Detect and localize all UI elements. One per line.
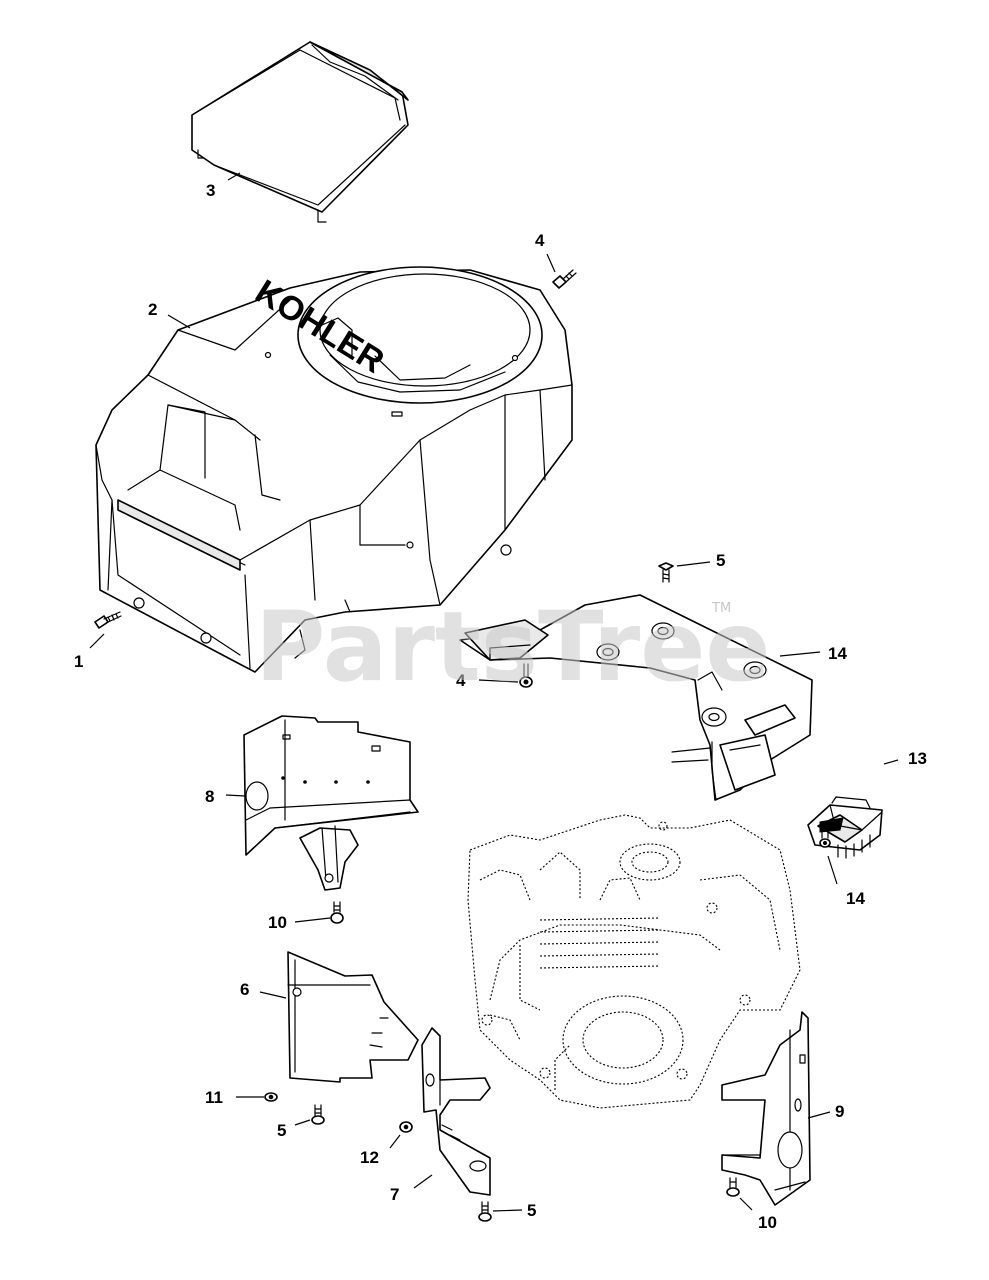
callout-3: 3 — [206, 181, 215, 200]
screw-14-shield[interactable] — [330, 901, 344, 924]
screw-4-lower[interactable] — [519, 663, 533, 688]
part-11-rectifier[interactable] — [807, 796, 883, 859]
watermark-text: PartsTree — [255, 591, 770, 703]
screw-1[interactable] — [94, 611, 122, 629]
watermark: PartsTree TM — [255, 591, 770, 703]
callouts: 3 2 4 1 4 5 14 13 8 14 10 6 11 5 12 7 5 … — [74, 181, 927, 1232]
screw-5-left[interactable] — [311, 1104, 325, 1125]
part-2-blower-housing[interactable]: KOHLER — [95, 266, 573, 673]
callout-8: 8 — [205, 787, 214, 806]
part-7-bracket[interactable] — [421, 1027, 491, 1196]
part-3-cover[interactable] — [191, 41, 409, 223]
callout-5: 5 — [716, 551, 725, 570]
part-8-shield[interactable] — [243, 715, 419, 891]
callout-6: 6 — [240, 980, 249, 999]
callout-4: 4 — [535, 231, 545, 250]
part-9-shield[interactable] — [721, 1011, 811, 1206]
screw-10-left[interactable] — [264, 1092, 278, 1102]
callout-2: 2 — [148, 300, 157, 319]
callout-12: 14 — [828, 644, 847, 663]
callout-1: 1 — [74, 652, 83, 671]
callout-11: 13 — [908, 749, 927, 768]
screw-4-top[interactable] — [552, 269, 577, 289]
callout-5: 5 — [277, 1121, 286, 1140]
callout-13: 14 — [846, 889, 865, 908]
screw-5-bottom[interactable] — [478, 1201, 492, 1222]
callout-10: 11 — [205, 1088, 223, 1107]
screw-14-right[interactable] — [726, 1177, 740, 1197]
callout-7: 7 — [390, 1185, 399, 1204]
callout-10: 12 — [360, 1148, 379, 1167]
callout-4: 4 — [456, 671, 466, 690]
callout-14: 10 — [758, 1213, 777, 1232]
callout-9: 9 — [835, 1102, 844, 1121]
engine-block-reference — [467, 814, 801, 1109]
part-12-baffle[interactable] — [459, 594, 813, 801]
screw-10-mid[interactable] — [399, 1121, 413, 1133]
screw-5-plate[interactable] — [658, 562, 674, 583]
callout-14: 10 — [268, 913, 287, 932]
screw-13[interactable] — [819, 825, 831, 848]
leader-lines — [89, 172, 899, 1212]
watermark-trademark: TM — [711, 601, 731, 616]
callout-5: 5 — [527, 1201, 536, 1220]
part-6-shield[interactable] — [287, 951, 419, 1083]
